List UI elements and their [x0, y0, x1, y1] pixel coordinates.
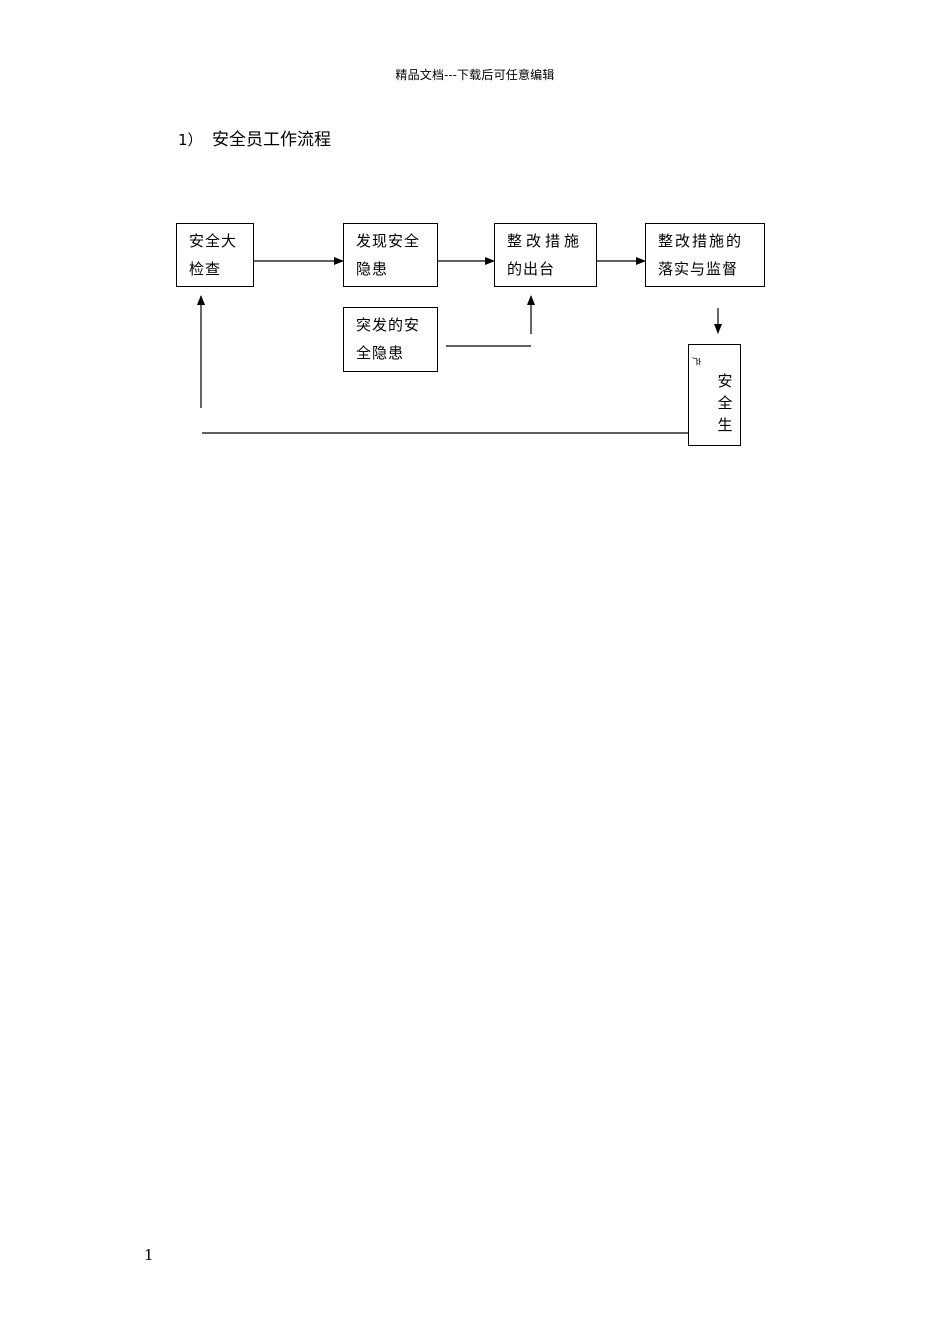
flow-box-vertical-text: 安全生: [717, 372, 733, 434]
section-title: 1） 安全员工作流程: [178, 125, 331, 150]
page-number: 1: [144, 1246, 154, 1264]
flow-box-sudden-hazards: 突发的安 全隐患: [343, 307, 438, 372]
flow-box-line: 突发的安: [356, 316, 421, 334]
page-header: 精品文档---下载后可任意编辑: [395, 68, 555, 82]
flow-box-line: 整改措施: [507, 232, 584, 250]
section-number: 1）: [178, 131, 203, 149]
flow-box-safe-production: 产 安全生: [688, 344, 741, 446]
flow-box-small-char: 产: [690, 357, 700, 367]
section-title-text: 安全员工作流程: [212, 130, 331, 150]
flow-box-safety-inspection: 安全大 检查: [176, 223, 254, 287]
flow-box-rectification-measures: 整改措施 的出台: [494, 223, 597, 287]
flow-box-line: 发现安全: [356, 232, 421, 250]
flow-box-line: 安全大: [189, 232, 238, 250]
flow-box-line: 整改措施的: [658, 232, 744, 250]
flow-box-line: 的出台: [507, 260, 556, 278]
flow-box-find-hazards: 发现安全 隐患: [343, 223, 438, 287]
flow-box-line: 全隐患: [356, 344, 405, 362]
flow-box-implementation-supervision: 整改措施的 落实与监督: [645, 223, 765, 287]
flow-box-line: 落实与监督: [658, 260, 739, 278]
flow-box-line: 检查: [189, 260, 222, 278]
flow-box-line: 隐患: [356, 260, 389, 278]
